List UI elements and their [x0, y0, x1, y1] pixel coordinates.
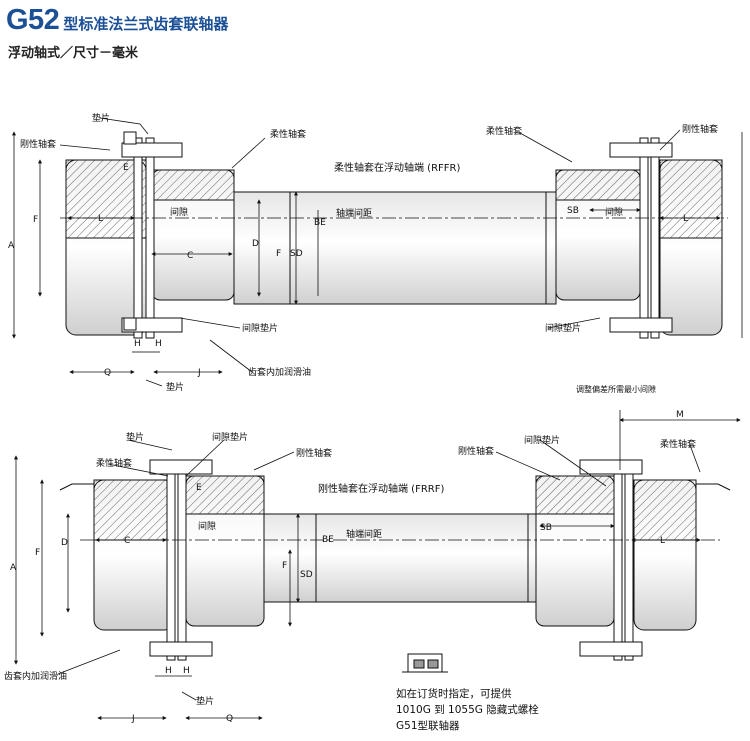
bottom-label-shaft-end-gap: 轴端间距: [346, 528, 382, 540]
bottom-right-flange-a: [613, 469, 623, 661]
top-dim-SD: SD: [290, 249, 303, 259]
bottom-label-rigid-hub: 刚性轴套: [296, 447, 332, 459]
bottom-dim-A: A: [10, 563, 17, 573]
bottom-label-gap-shim: 间隙垫片: [212, 431, 248, 443]
top-left-bolt-upper: [121, 142, 183, 158]
bottom-dim-J: J: [131, 714, 135, 724]
bottom-coupling-assembly: [59, 459, 731, 661]
top-label-rigid-hub-right: 刚性轴套: [682, 123, 718, 135]
top-dim-F2: F: [276, 249, 281, 259]
bottom-right-flange-b: [624, 469, 634, 661]
bottom-dim-M: M: [676, 410, 684, 420]
bottom-dim-F2: F: [282, 561, 287, 571]
hidden-bolt-inset: [402, 653, 448, 673]
bottom-label-flex-hub-right: 柔性轴套: [660, 438, 696, 450]
top-left-nut-upper: [123, 131, 137, 145]
page-title: 型标准法兰式齿套联轴器: [63, 15, 229, 33]
bottom-dim-SD: SD: [300, 570, 313, 580]
top-dimension-lines: [12, 117, 743, 387]
bottom-label-gap: 间隙: [198, 520, 216, 532]
top-label-shim: 垫片: [92, 112, 110, 124]
bottom-label-shim-bottom: 垫片: [196, 695, 214, 707]
top-dim-L: L: [98, 214, 103, 224]
top-dim-L2: L: [683, 214, 688, 224]
top-floating-shaft: [233, 191, 557, 305]
note-line-3: G51型联轴器: [396, 719, 460, 732]
top-label-gap-left: 间隙: [170, 206, 188, 218]
top-left-bolt-lower: [121, 317, 183, 333]
top-label-gap-shim-right: 间隙垫片: [545, 322, 581, 334]
top-dim-E: E: [123, 163, 129, 173]
top-right-flex-hub-section: [555, 169, 641, 201]
top-dim-C: C: [187, 251, 193, 261]
bottom-right-bolt-lower: [579, 641, 643, 657]
bottom-label-gap-shim-right: 间隙垫片: [524, 434, 560, 446]
top-label-shim-bottom: 垫片: [166, 381, 184, 393]
bottom-floating-shaft: [263, 513, 537, 603]
top-label-gap-right: 间隙: [605, 206, 623, 218]
top-label-flex-hub-left: 柔性轴套: [270, 128, 306, 140]
bottom-dim-C: C: [124, 536, 130, 546]
top-label-gap-shim-left: 间隙垫片: [242, 322, 278, 334]
top-dim-H1: H: [134, 339, 141, 349]
top-left-flange-b: [145, 137, 155, 339]
top-label-lube: 齿套内加润滑油: [248, 366, 311, 378]
top-dim-J: J: [197, 368, 201, 378]
bottom-caption: 刚性轴套在浮动轴端 (FRRF): [318, 482, 444, 495]
bottom-right-bolt-upper: [579, 459, 643, 475]
top-label-flex-hub-right: 柔性轴套: [486, 125, 522, 137]
top-dim-Q: Q: [104, 368, 111, 378]
top-right-hub-section: [659, 159, 723, 239]
bottom-left-flange-a: [166, 469, 176, 661]
top-left-flex-hub-section: [151, 169, 235, 201]
bottom-left-rigid-hub-section: [185, 475, 265, 515]
top-right-bolt-lower: [609, 317, 673, 333]
top-caption: 柔性轴套在浮动轴端 (RFFR): [334, 161, 460, 174]
page-subtitle: 浮动轴式／尺寸－毫米: [8, 46, 139, 61]
bottom-left-bolt-upper: [149, 459, 213, 475]
top-right-bolt-upper: [609, 142, 673, 158]
top-right-flange-b: [650, 137, 660, 339]
top-dim-BE: BE: [314, 218, 326, 228]
bottom-dim-SB: SB: [540, 523, 552, 533]
top-label-rigid-hub-left: 刚性轴套: [20, 138, 56, 150]
bottom-dim-Q: Q: [226, 714, 233, 724]
bottom-dim-D: D: [61, 538, 68, 548]
top-dim-A: A: [8, 241, 15, 251]
bottom-right-rigid-hub-section: [535, 475, 615, 515]
bottom-dim-E: E: [196, 483, 202, 493]
note-line-2: 1010G 到 1055G 隐藏式螺栓: [396, 703, 539, 716]
top-left-hub-section: [65, 159, 147, 239]
top-dim-SB: SB: [567, 206, 579, 216]
bottom-left-flex-hub-section: [93, 479, 175, 541]
top-dim-D: D: [252, 239, 259, 249]
top-right-flange-a: [639, 137, 649, 339]
bottom-label-shim: 垫片: [126, 431, 144, 443]
bottom-right-flex-hub-section: [633, 479, 697, 541]
bottom-label-adjust: 调整偏差所需最小间隙: [576, 384, 656, 394]
bottom-left-flange-b: [177, 469, 187, 661]
bottom-dim-H2: H: [183, 666, 190, 676]
bottom-left-bolt-lower: [149, 641, 213, 657]
top-dim-F: F: [33, 215, 38, 225]
bottom-label-flex-hub-left: 柔性轴套: [96, 457, 132, 469]
bottom-dim-H1: H: [165, 666, 172, 676]
top-left-flange-a: [133, 137, 143, 339]
page-header: G52 型标准法兰式齿套联轴器: [6, 4, 228, 37]
top-left-nut-lower: [123, 317, 137, 331]
bottom-dim-F: F: [35, 548, 40, 558]
bottom-label-rigid-hub-right: 刚性轴套: [458, 445, 494, 457]
model-code: G52: [6, 4, 60, 36]
bottom-dim-L: L: [660, 536, 665, 546]
top-label-shaft-end-gap: 轴端间距: [336, 207, 372, 219]
bottom-label-lube: 齿套内加润滑油: [4, 670, 67, 682]
bottom-dimension-lines: [14, 410, 741, 720]
note-line-1: 如在订货时指定，可提供: [396, 687, 512, 700]
top-dim-H2: H: [155, 339, 162, 349]
top-coupling-assembly: [60, 131, 728, 339]
bottom-dim-BE: BE: [322, 535, 334, 545]
